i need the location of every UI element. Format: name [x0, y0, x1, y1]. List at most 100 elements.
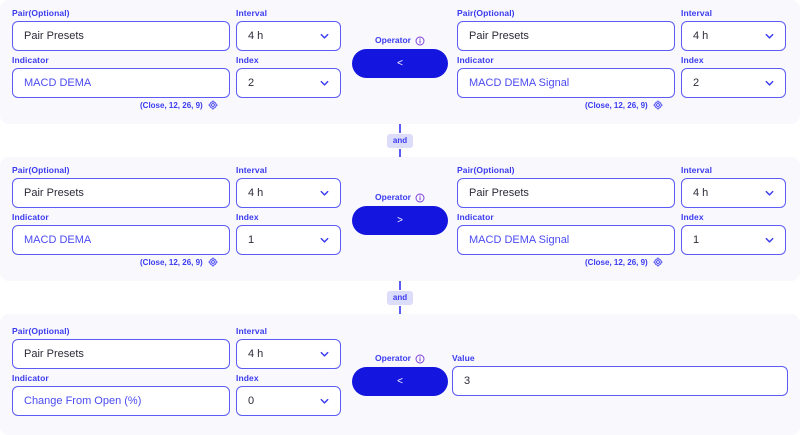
indicator-params[interactable]: (Close, 12, 26, 9)	[585, 257, 663, 267]
indicator-input[interactable]: MACD DEMA	[12, 225, 230, 255]
pair-label: Pair(Optional)	[12, 326, 70, 336]
indicator-label: Indicator	[12, 55, 49, 65]
connector-line-top	[399, 124, 401, 133]
gear-icon[interactable]	[208, 257, 218, 267]
indicator-input[interactable]: MACD DEMA	[12, 68, 230, 98]
gear-icon[interactable]	[653, 257, 663, 267]
info-icon[interactable]	[415, 193, 425, 203]
interval-field-group: Interval 4 h	[236, 326, 341, 369]
index-field-group: Index 2	[236, 55, 341, 98]
gear-icon[interactable]	[208, 100, 218, 110]
interval-select[interactable]: 4 h	[236, 178, 341, 208]
indicator-label: Indicator	[457, 212, 494, 222]
pair-field-group: Pair(Optional) Pair Presets	[12, 8, 230, 51]
indicator-field-group: Indicator MACD DEMA Signal	[457, 55, 675, 98]
indicator-input[interactable]: MACD DEMA Signal	[457, 225, 675, 255]
index-select[interactable]: 2	[236, 68, 341, 98]
and-badge[interactable]: and	[386, 133, 414, 148]
indicator-params[interactable]: (Close, 12, 26, 9)	[140, 100, 218, 110]
interval-field-group: Interval 4 h	[681, 165, 786, 208]
index-field-group: Index 2	[681, 55, 786, 98]
operator-button[interactable]: >	[352, 206, 448, 235]
pair-value: Pair Presets	[469, 30, 529, 42]
chevron-down-icon	[320, 33, 329, 39]
operator-block: Operator <	[352, 35, 448, 78]
indicator-label: Indicator	[12, 212, 49, 222]
operator-label: Operator	[375, 35, 411, 45]
operator-label-wrap: Operator	[352, 192, 448, 203]
connector-line-top	[399, 281, 401, 290]
index-value: 1	[693, 234, 700, 246]
info-icon[interactable]	[415, 36, 425, 46]
chevron-down-icon	[765, 33, 774, 39]
index-value: 1	[248, 234, 255, 246]
operator-label: Operator	[375, 353, 411, 363]
index-select[interactable]: 1	[236, 225, 341, 255]
indicator-params[interactable]: (Close, 12, 26, 9)	[585, 100, 663, 110]
operator-block: Operator >	[352, 192, 448, 235]
pair-input[interactable]: Pair Presets	[12, 339, 230, 369]
value-input[interactable]: 3	[452, 366, 788, 396]
info-icon[interactable]	[415, 354, 425, 364]
pair-field-group: Pair(Optional) Pair Presets	[12, 165, 230, 208]
operator-button[interactable]: <	[352, 367, 448, 396]
interval-label: Interval	[236, 8, 268, 18]
operator-block: Operator <	[352, 353, 448, 396]
interval-select[interactable]: 4 h	[681, 178, 786, 208]
indicator-params-text: (Close, 12, 26, 9)	[140, 100, 203, 110]
pair-value: Pair Presets	[24, 30, 84, 42]
pair-field-group: Pair(Optional) Pair Presets	[457, 165, 675, 208]
and-badge[interactable]: and	[386, 290, 414, 305]
pair-input[interactable]: Pair Presets	[457, 21, 675, 51]
connector-line-bottom	[399, 305, 401, 314]
indicator-label: Indicator	[457, 55, 494, 65]
indicator-field-group: Indicator MACD DEMA Signal	[457, 212, 675, 255]
interval-label: Interval	[681, 165, 713, 175]
indicator-input[interactable]: MACD DEMA Signal	[457, 68, 675, 98]
interval-label: Interval	[236, 326, 268, 336]
indicator-label: Indicator	[12, 373, 49, 383]
chevron-down-icon	[320, 80, 329, 86]
chevron-down-icon	[765, 237, 774, 243]
interval-field-group: Interval 4 h	[236, 165, 341, 208]
index-field-group: Index 1	[236, 212, 341, 255]
operator-label-wrap: Operator	[352, 353, 448, 364]
interval-select[interactable]: 4 h	[236, 21, 341, 51]
pair-value: Pair Presets	[24, 348, 84, 360]
chevron-down-icon	[320, 398, 329, 404]
pair-value: Pair Presets	[469, 187, 529, 199]
chevron-down-icon	[765, 190, 774, 196]
indicator-value: MACD DEMA Signal	[469, 77, 570, 89]
interval-field-group: Interval 4 h	[236, 8, 341, 51]
gear-icon[interactable]	[653, 100, 663, 110]
pair-input[interactable]: Pair Presets	[12, 178, 230, 208]
interval-select[interactable]: 4 h	[236, 339, 341, 369]
index-label: Index	[681, 212, 704, 222]
index-field-group: Index 0	[236, 373, 341, 416]
condition-row: Pair(Optional) Pair Presets Interval 4 h…	[0, 314, 800, 435]
chevron-down-icon	[320, 190, 329, 196]
pair-input[interactable]: Pair Presets	[457, 178, 675, 208]
pair-value: Pair Presets	[24, 187, 84, 199]
indicator-field-group: Indicator MACD DEMA	[12, 55, 230, 98]
operator-button[interactable]: <	[352, 49, 448, 78]
indicator-params[interactable]: (Close, 12, 26, 9)	[140, 257, 218, 267]
chevron-down-icon	[765, 80, 774, 86]
pair-label: Pair(Optional)	[457, 8, 515, 18]
index-select[interactable]: 2	[681, 68, 786, 98]
chevron-down-icon	[320, 351, 329, 357]
index-value: 2	[248, 77, 255, 89]
indicator-field-group: Indicator Change From Open (%)	[12, 373, 230, 416]
indicator-params-text: (Close, 12, 26, 9)	[140, 257, 203, 267]
interval-label: Interval	[236, 165, 268, 175]
condition-row: Pair(Optional) Pair Presets Interval 4 h…	[0, 157, 800, 281]
index-value: 2	[693, 77, 700, 89]
interval-select[interactable]: 4 h	[681, 21, 786, 51]
index-select[interactable]: 1	[681, 225, 786, 255]
logic-connector: and	[0, 124, 800, 157]
index-label: Index	[236, 373, 259, 383]
interval-value: 4 h	[248, 30, 264, 42]
indicator-input[interactable]: Change From Open (%)	[12, 386, 230, 416]
pair-input[interactable]: Pair Presets	[12, 21, 230, 51]
index-select[interactable]: 0	[236, 386, 341, 416]
